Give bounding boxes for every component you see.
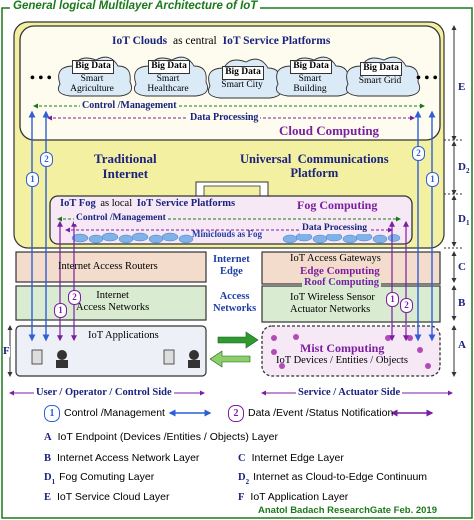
layer-letter-D2-main: D [458,161,466,173]
cloud-header-as-central: as central [172,35,217,47]
universal-platform-label: Universal Communications Platform [240,152,389,181]
cloud-data-processing-label: Data Processing [188,112,261,123]
big-data-badge: Big Data [148,60,190,74]
arrow-number-badge: 2 [68,290,81,305]
fog-computing-title: Fog Computing [297,198,378,212]
fog-header-iot-fog: IoT Fog [60,198,96,209]
legend-text-B: Internet Access Network Layer [57,452,200,464]
layer-letter-A: A [458,339,466,351]
mist-computing-label: Mist Computing [300,341,385,355]
arrow-number-badge: 2 [400,298,413,313]
fog-header-as-local: as local [100,198,133,209]
legend-text-E: IoT Service Cloud Layer [57,491,170,503]
big-data-badge: Big Data [222,66,264,80]
layer-letter-E: E [458,81,466,93]
arrow-number-badge: 1 [54,303,67,318]
cloud-header: IoT Clouds as central IoT Service Platfo… [112,35,331,48]
layer-brackets [7,25,462,377]
diagram-title: General logical Multilayer Architecture … [10,0,261,13]
service-side-label: Service / Actuator Side [296,387,403,399]
iot-wsn-label: IoT Wireless Sensor Actuator Networks [290,292,375,316]
cloud-domain-label: Smart Building [293,74,327,94]
legend-text-D2: Internet as Cloud-to-Edge Continuum [253,471,428,483]
big-data-badge: Big Data [72,60,114,74]
legend-key-C: C [238,453,246,464]
legend-text-D1: Fog Comuting Layer [59,471,155,483]
traditional-internet-label: Traditional Internet [94,151,157,181]
cloud-ellipsis-right: • • • [416,71,438,86]
legend-row-E: E IoT Service Cloud Layer [44,488,169,504]
legend-row-A: A IoT Endpoint (Devices /Entities / Objec… [44,428,278,444]
layer-letter-D1-main: D [458,213,466,225]
layer-letter-D1-sub: 1 [465,219,470,228]
cloud-header-iot-clouds: IoT Clouds [112,35,168,47]
iot-devices-label: IoT Devices / Entities / Objects [276,355,408,366]
legend-key-D2: D [238,472,246,483]
cloud-domain-label: Smart Healthcare [147,74,189,94]
legend-key-D1: D [44,472,52,483]
legend-key-E: E [44,492,52,503]
legend-row-F: F IoT Application Layer [238,488,348,504]
cloud-control-label: Control /Management [80,100,179,111]
internet-edge-label: Internet Edge [213,254,250,277]
arrow-number-badge: 1 [386,292,399,307]
user-side-label: User / Operator / Control Side [34,387,174,399]
big-data-badge: Big Data [290,60,332,74]
mist-computing-box [261,325,441,377]
legend-key-D1-sub: 1 [51,478,56,487]
layer-letter-F: F [3,345,10,357]
access-networks-label: Access Networks [213,291,257,315]
legend-key-B: B [44,453,52,464]
edge-computing-label: Edge Computing [300,265,380,277]
cloud-header-platforms: IoT Service Platforms [222,35,331,47]
legend-badge-2: 2 [228,405,244,422]
cloud-computing-title: Cloud Computing [279,123,380,138]
arrow-number-badge: 2 [412,146,425,161]
fog-control-label: Control /Management [74,213,168,224]
fog-header: IoT Fog as local IoT Service Platforms [60,198,236,210]
cloud-domain-label: Smart Grid [358,76,402,86]
layer-letter-B: B [458,297,466,309]
roof-computing-label: Roof Computing [302,277,381,289]
legend-data-text: Data /Event /Status Notification [248,407,394,419]
big-data-badge: Big Data [360,62,402,76]
miniclouds-strip [71,232,401,244]
arrow-number-badge: 1 [26,172,39,187]
footer-credit: Anatol Badach ResearchGate Feb. 2019 [258,505,437,516]
cloud-ellipsis-left: • • • [30,71,52,86]
iot-access-gateways-label: IoT Access Gateways [290,253,381,264]
layer-letter-D1: D1 [458,214,469,227]
fog-data-processing-label: Data Processing [300,223,369,234]
legend-text-A: IoT Endpoint (Devices /Entities / Object… [57,431,278,443]
layer-letter-C: C [458,261,466,273]
internet-access-routers-label: Internet Access Routers [58,261,158,272]
cloud-domain-label: Smart City [221,80,263,90]
layer-letter-D2: D2 [458,162,469,175]
cloud-domain-label: Smart Agriculture [70,74,114,94]
legend-key-F: F [238,492,245,503]
legend-key-D2-sub: 2 [245,478,250,487]
user-icons [31,349,200,368]
legend-badge-1: 1 [44,405,60,422]
legend-control-text: Control /Management [64,407,165,419]
arrow-number-badge: 2 [40,152,53,167]
layer-letter-D2-sub: 2 [465,167,470,176]
legend-row-B: B Internet Access Network Layer [44,449,199,465]
fog-header-platforms: IoT Service Platforms [136,198,236,209]
legend-row-C: C Internet Edge Layer [238,449,344,465]
legend-text-C: Internet Edge Layer [251,452,344,464]
iot-applications-label: IoT Applications [88,330,159,341]
miniclouds-label: Miniclouds as Fog [192,229,263,239]
internet-access-networks-label: Internet Access Networks [76,290,150,314]
legend-text-F: IoT Application Layer [250,491,349,503]
app-mist-arrows [209,331,259,368]
arrow-number-badge: 1 [426,172,439,187]
legend-key-A: A [44,432,52,443]
